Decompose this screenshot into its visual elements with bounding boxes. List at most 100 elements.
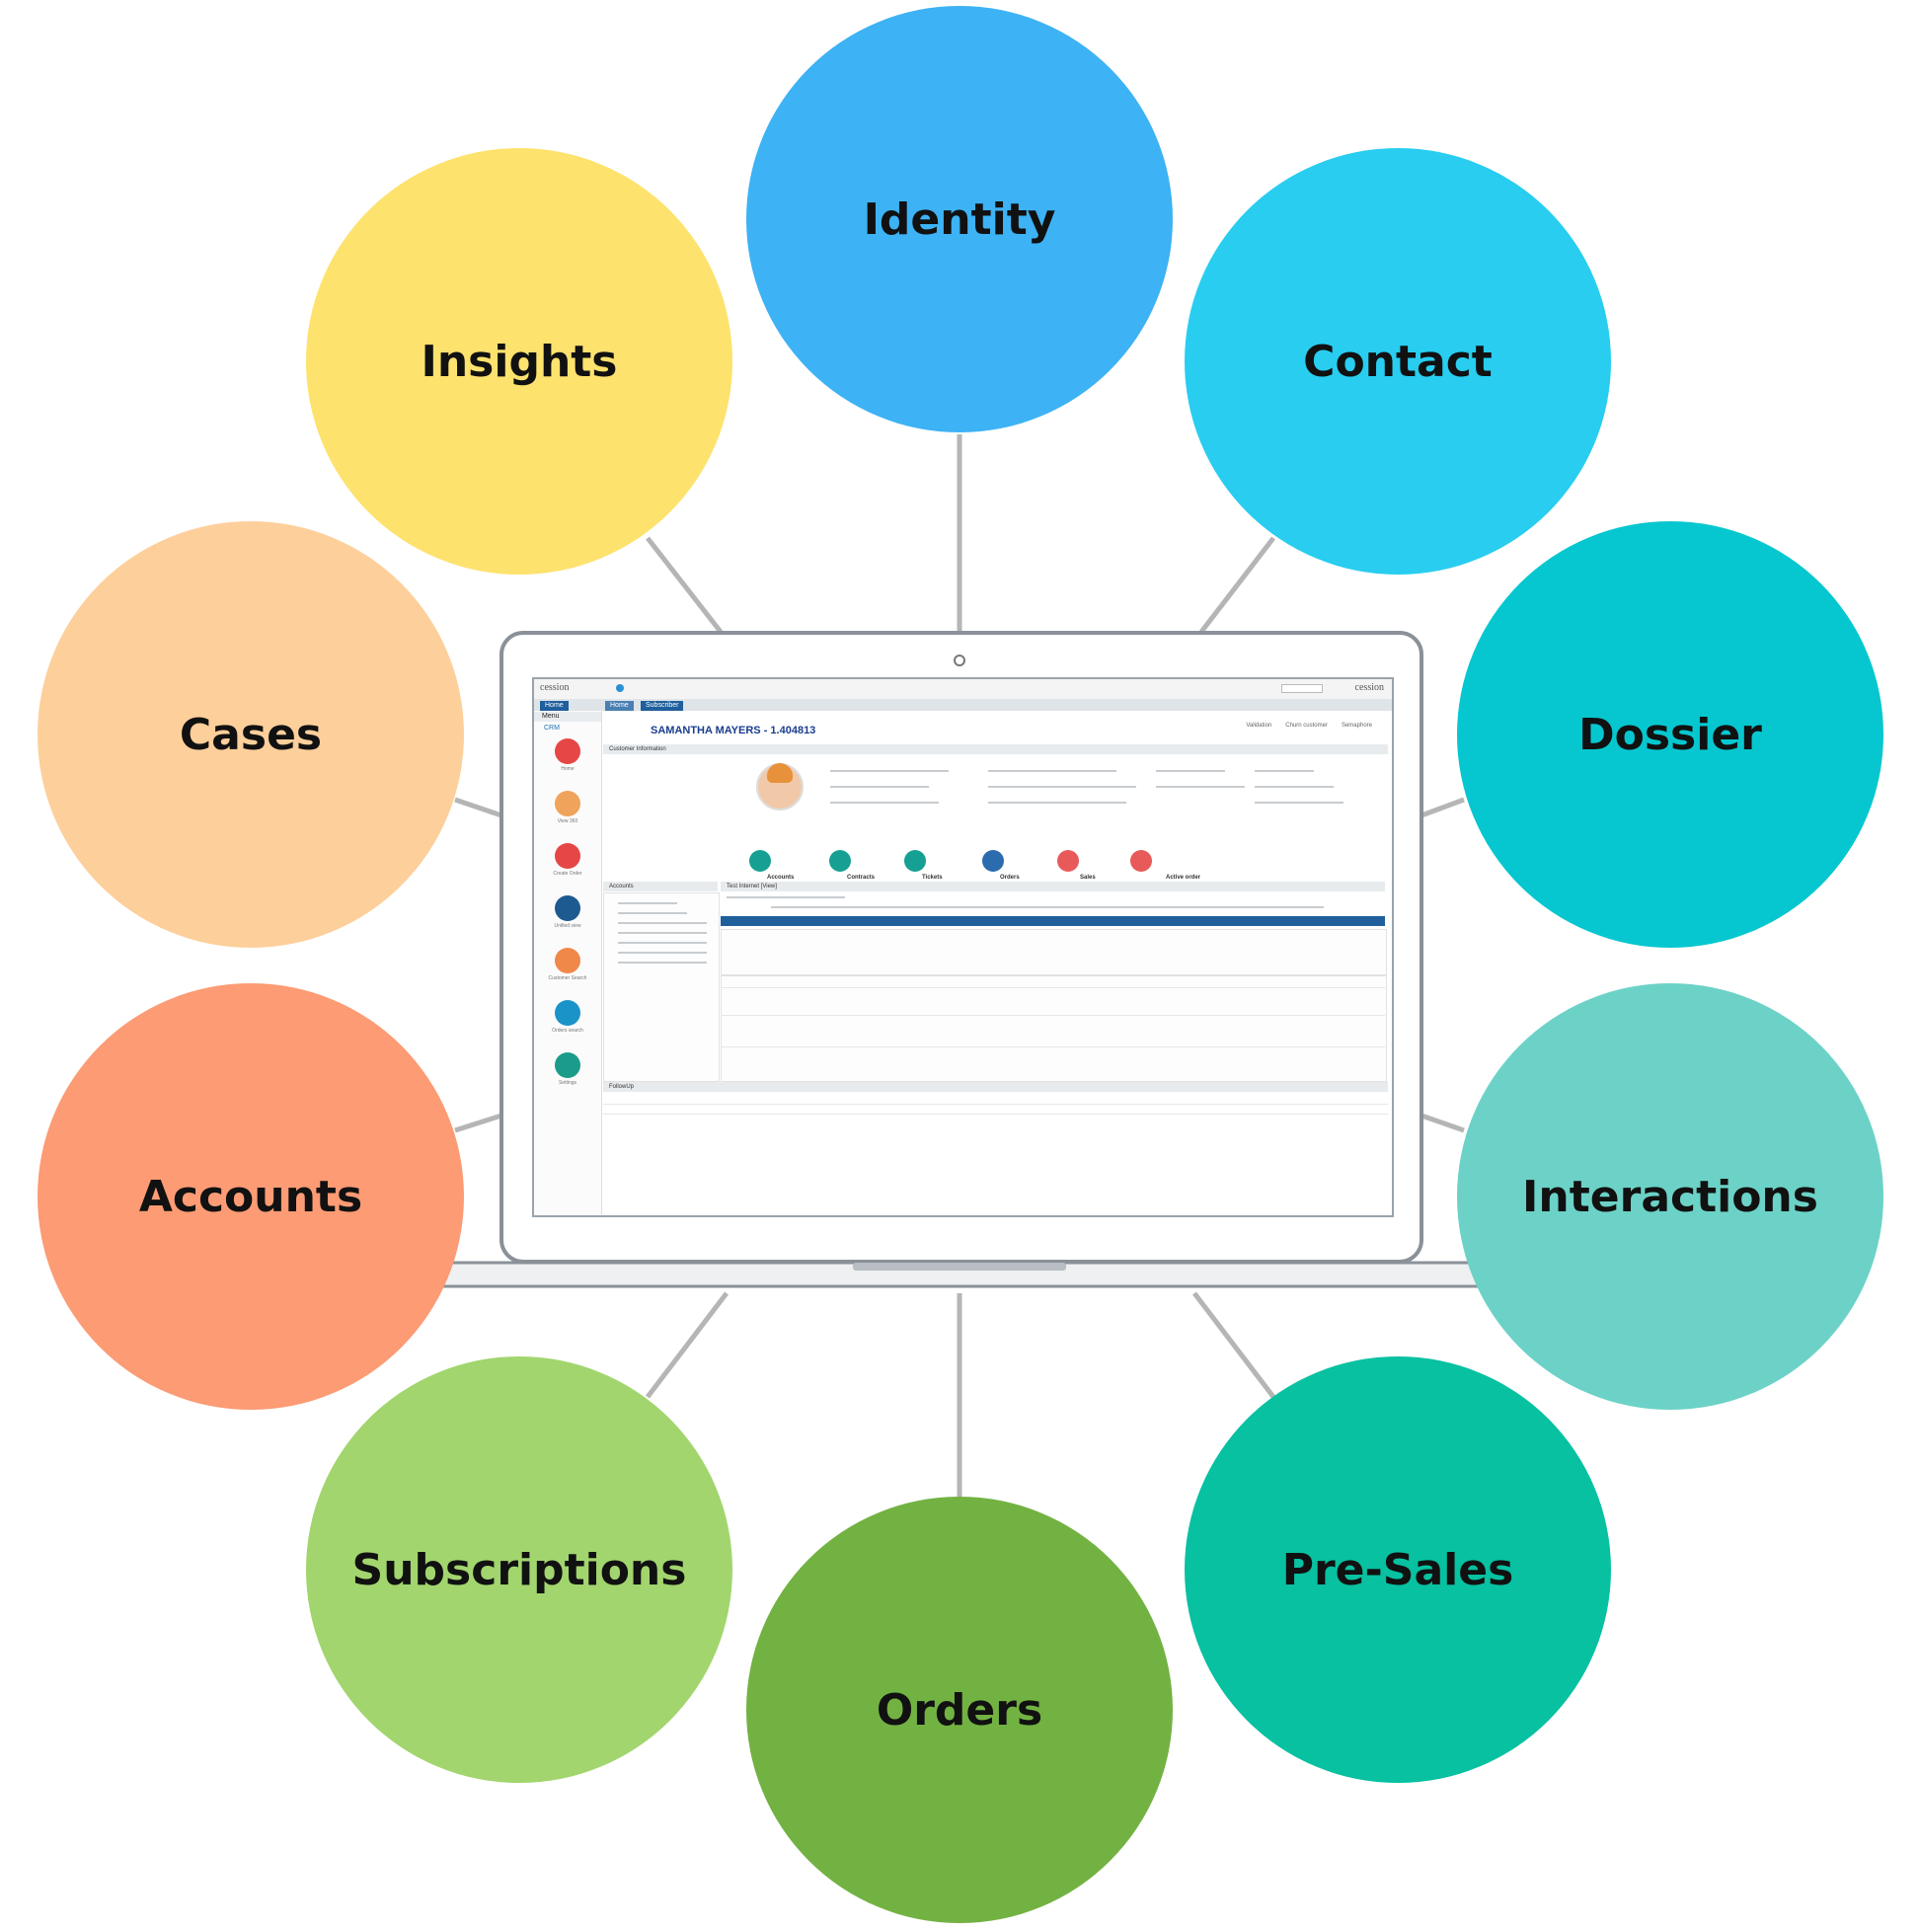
edge-subscriptions [646,1291,729,1399]
kpi-contracts-label: Contracts [847,875,876,881]
tree-line [618,942,707,944]
node-cases: Cases [38,521,464,948]
nav-customer-search[interactable]: Customer Search [546,948,589,981]
orders-kpi-icon[interactable] [982,850,1004,872]
info-line [1255,786,1334,788]
followup-header[interactable]: FollowUp [603,1082,1388,1092]
active-order-kpi-icon[interactable] [1130,850,1152,872]
unified-view-icon [555,895,580,921]
node-circle-contact [1185,148,1611,575]
grid-row-line [721,1046,1385,1047]
info-line [1156,770,1225,772]
tree-line [618,922,707,924]
stat-semaphore: Semaphore [1341,723,1372,729]
info-line [1255,802,1343,804]
app-topbar [534,679,1392,700]
node-label-dossier: Dossier [1578,710,1762,760]
edge-cases [454,797,502,818]
node-circle-orders [746,1497,1173,1923]
menu-title: Menu [534,712,601,722]
node-circle-identity [746,6,1173,432]
node-label-interactions: Interactions [1522,1172,1818,1222]
customer-info-header[interactable]: Customer Information [603,744,1388,754]
stat-validation: Validation [1246,723,1272,729]
orders-search-icon [555,1000,580,1026]
tree-line [618,962,707,964]
edge-interactions [1420,1113,1465,1133]
nav-unified-view[interactable]: Unified view [546,895,589,929]
node-insights: Insights [306,148,732,575]
kpi-orders-label: Orders [1000,875,1020,881]
followup-row-line [603,1104,1388,1105]
settings-icon [555,1052,580,1078]
accounts-panel-header[interactable]: Accounts [603,882,718,891]
product-line [771,906,1324,908]
node-pre-sales: Pre-Sales [1185,1356,1611,1783]
kpi-accounts-label: Accounts [767,875,795,881]
nav-label: Customer Search [548,975,587,981]
accounts-kpi-icon[interactable] [749,850,771,872]
grid-header-line [721,987,1385,988]
info-line [988,786,1136,788]
nav-label: Orders search [552,1028,583,1034]
tree-line [618,952,707,954]
nav-orders-search[interactable]: Orders search [546,1000,589,1034]
node-circle-interactions [1457,983,1883,1410]
menu-crm[interactable]: CRM [544,725,560,732]
globe-icon[interactable] [616,684,624,692]
node-circle-pre-sales [1185,1356,1611,1783]
node-label-accounts: Accounts [139,1172,362,1222]
edge-insights [646,536,723,634]
view-360-icon [555,791,580,816]
nav-home[interactable]: Home [546,738,589,772]
nav-create-order[interactable]: Create Order [546,843,589,877]
node-dossier: Dossier [1457,521,1883,948]
tree-line [618,912,687,914]
edge-accounts [454,1113,502,1133]
info-line [830,770,949,772]
node-subscriptions: Subscriptions [306,1356,732,1783]
tab-home-top[interactable]: Home [540,701,569,711]
customer-name-text: SAMANTHA MAYERS [651,725,761,736]
customer-search-icon [555,948,580,973]
tab-home[interactable]: Home [605,701,634,711]
node-label-identity: Identity [864,194,1056,245]
node-identity: Identity [746,6,1173,432]
tickets-kpi-icon[interactable] [904,850,926,872]
grid-row-line [721,1015,1385,1016]
nav-label: Home [561,766,575,772]
info-line [1156,786,1245,788]
edge-dossier [1420,797,1465,818]
nav-label: Create Order [553,871,582,877]
sales-kpi-icon[interactable] [1057,850,1079,872]
date-filter[interactable] [721,929,1387,975]
nav-settings[interactable]: Settings [546,1052,589,1086]
nav-view-360[interactable]: View 360 [546,791,589,824]
kpi-sales-label: Sales [1080,875,1096,881]
accounts-tree[interactable] [603,892,720,1082]
node-circle-cases [38,521,464,948]
tree-line [618,902,677,904]
node-circle-subscriptions [306,1356,732,1783]
tab-subscriber[interactable]: Subscriber [641,701,684,711]
followup-row-line [603,1114,1388,1115]
product-toolbar[interactable] [721,916,1385,926]
nav-label: Unified view [554,923,581,929]
product-line [727,896,845,898]
contracts-kpi-icon[interactable] [829,850,851,872]
call-detail-grid[interactable] [721,975,1387,1082]
node-circle-dossier [1457,521,1883,948]
tree-line [618,932,707,934]
edge-contact [1199,536,1275,634]
search-input[interactable] [1281,684,1323,693]
customer-avatar [756,763,804,811]
app-logo: cession [540,682,570,693]
node-interactions: Interactions [1457,983,1883,1410]
node-label-subscriptions: Subscriptions [352,1545,687,1595]
node-label-orders: Orders [877,1685,1042,1736]
nav-label: View 360 [557,818,578,824]
product-header[interactable]: Test Internet [View] [721,882,1385,891]
home-icon [555,738,580,764]
info-line [830,786,929,788]
